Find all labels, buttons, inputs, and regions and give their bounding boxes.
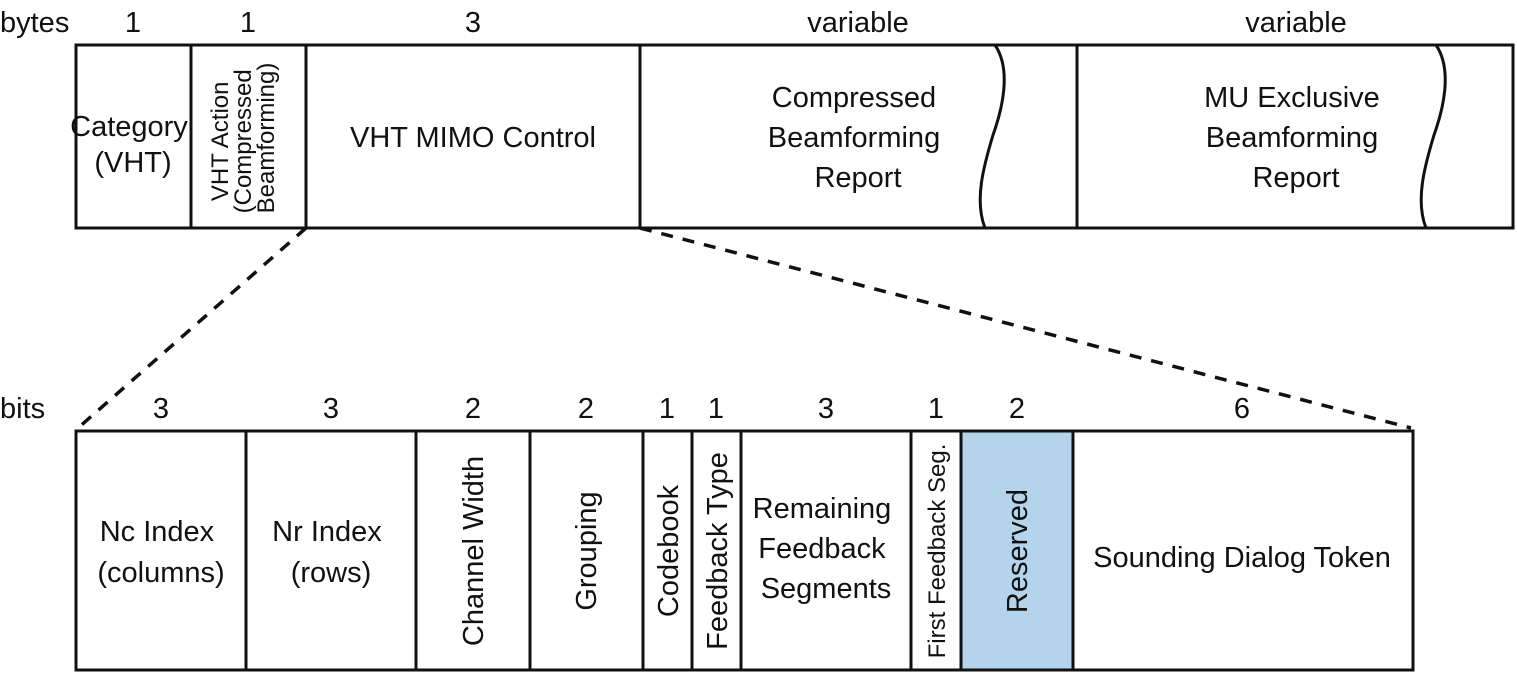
bottom-size-sounding-token: 6	[1234, 393, 1250, 425]
reserved-field-fill	[961, 431, 1073, 670]
field-mu-exclusive-beamforming-report: MU Exclusive Beamforming Report	[1204, 82, 1388, 194]
expand-line-right	[639, 226, 1412, 430]
bottom-size-nc-index: 3	[153, 393, 169, 425]
bottom-size-nr-index: 3	[323, 393, 339, 425]
field-reserved: Reserved	[1002, 489, 1034, 613]
bottom-size-feedback-type: 1	[708, 393, 724, 425]
field-channel-width: Channel Width	[458, 456, 490, 646]
field-grouping: Grouping	[571, 491, 603, 610]
bottom-size-first-feedback-seg: 1	[928, 393, 944, 425]
top-size-vht-action: 1	[240, 7, 256, 39]
field-vht-mimo-control: VHT MIMO Control	[350, 122, 596, 154]
bottom-size-reserved: 2	[1009, 393, 1025, 425]
top-frame	[74, 43, 1515, 230]
field-nc-index: Nc Index (columns)	[97, 516, 224, 589]
bottom-size-channel-width: 2	[465, 393, 481, 425]
bottom-size-remaining-segments: 3	[818, 393, 834, 425]
bottom-unit-label: bits	[0, 393, 45, 425]
bottom-size-codebook: 1	[659, 393, 675, 425]
field-remaining-feedback-segments: Remaining Feedback Segments	[753, 493, 900, 605]
field-vht-action: VHT Action (Compressed Beamforming)	[207, 63, 280, 214]
break-mark-compressed	[978, 44, 1006, 229]
field-codebook: Codebook	[653, 484, 685, 617]
top-size-mu-report: variable	[1245, 7, 1347, 39]
top-size-mimo-control: 3	[465, 7, 481, 39]
field-sounding-dialog-token: Sounding Dialog Token	[1093, 542, 1391, 574]
bottom-size-grouping: 2	[578, 393, 594, 425]
top-unit-label: bytes	[0, 7, 69, 39]
top-size-category: 1	[125, 7, 141, 39]
break-mark-mu	[1419, 44, 1447, 229]
field-compressed-beamforming-report: Compressed Beamforming Report	[768, 82, 949, 194]
field-nr-index: Nr Index (rows)	[272, 516, 390, 589]
top-size-compressed-report: variable	[807, 7, 909, 39]
bottom-frame	[74, 429, 1415, 672]
field-feedback-type: Feedback Type	[702, 452, 734, 650]
field-category: Category (VHT)	[70, 111, 196, 179]
expand-line-left	[76, 226, 308, 430]
field-first-feedback-seg: First Feedback Seg.	[924, 444, 951, 659]
